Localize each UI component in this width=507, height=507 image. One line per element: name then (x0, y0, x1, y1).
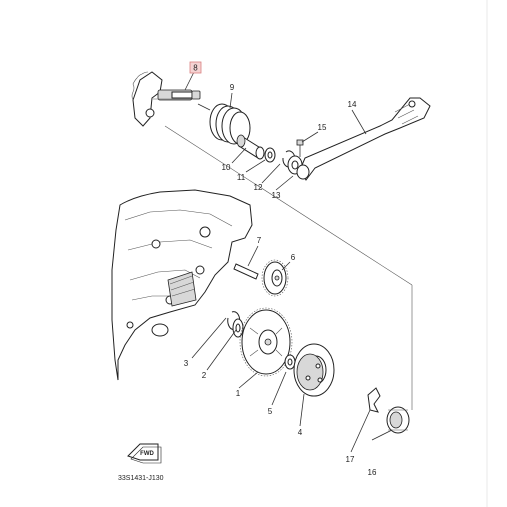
kick-gear-part[interactable] (239, 307, 293, 377)
kick-crank-part[interactable] (296, 97, 431, 181)
pin-part[interactable] (233, 263, 259, 280)
leader-lines (184, 69, 393, 453)
callout-9[interactable]: 9 (230, 83, 235, 92)
washer-5-part[interactable] (284, 354, 296, 370)
washer-part[interactable] (264, 147, 276, 163)
callout-16[interactable]: 16 (368, 468, 377, 477)
callout-4[interactable]: 4 (298, 428, 303, 437)
callout-10[interactable]: 10 (222, 163, 231, 172)
callout-14[interactable]: 14 (348, 100, 357, 109)
callout-8[interactable]: 8 (193, 64, 198, 73)
callout-1[interactable]: 1 (236, 389, 241, 398)
bolt-part[interactable] (296, 139, 304, 157)
callout-13[interactable]: 13 (272, 191, 281, 200)
forward-direction-icon: FWD (127, 443, 162, 464)
washer-2-part[interactable] (232, 318, 244, 338)
kick-axle-part[interactable] (131, 71, 201, 127)
collar-part[interactable] (236, 134, 265, 160)
crankcase-cover (111, 189, 253, 381)
clip-part[interactable] (367, 387, 381, 413)
callout-17[interactable]: 17 (346, 455, 355, 464)
assembly-lines (153, 98, 413, 410)
callout-7[interactable]: 7 (257, 236, 262, 245)
callout-12[interactable]: 12 (254, 183, 263, 192)
callout-5[interactable]: 5 (268, 407, 273, 416)
idle-gear-part[interactable] (261, 259, 289, 297)
callout-3[interactable]: 3 (184, 359, 189, 368)
callout-2[interactable]: 2 (202, 371, 207, 380)
highlight-box (189, 61, 202, 74)
callout-15[interactable]: 15 (318, 123, 327, 132)
guide-part[interactable] (386, 406, 410, 434)
ratchet-wheel-part[interactable] (293, 343, 335, 397)
callout-6[interactable]: 6 (291, 253, 296, 262)
diagram-reference-code: 33S1431-J130 (118, 475, 164, 482)
kick-spring-part[interactable] (197, 103, 251, 145)
callout-11[interactable]: 11 (237, 173, 246, 182)
fwd-label: FWD (140, 451, 154, 457)
